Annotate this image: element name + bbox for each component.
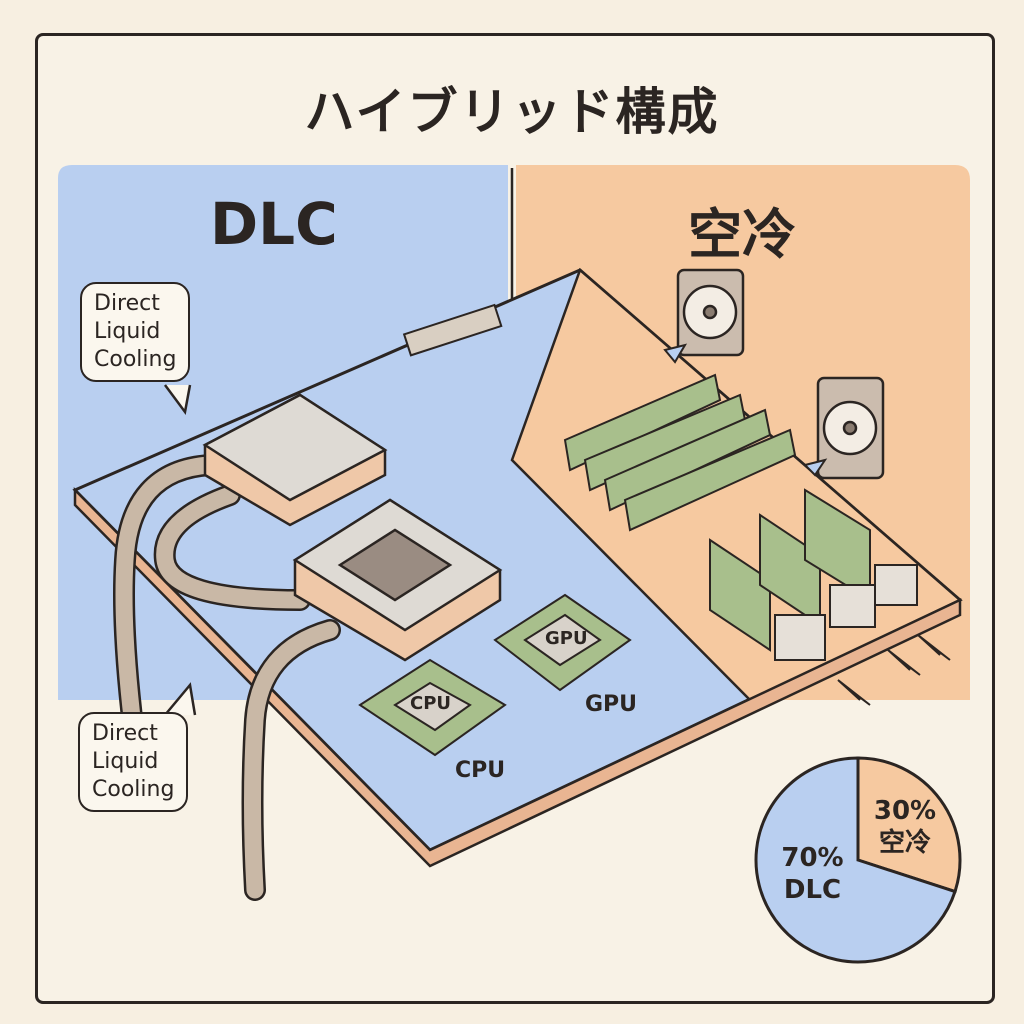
cpu-chip — [358, 658, 507, 757]
gpu-chip — [493, 593, 632, 692]
cold-plate-2 — [292, 498, 503, 662]
pie-name-air: 空冷 — [878, 828, 931, 858]
pie-percent-air: 30% — [873, 796, 937, 826]
fan-icon — [676, 268, 745, 357]
dlc-heading: DLC — [210, 190, 338, 258]
cold-plate-1 — [202, 393, 388, 527]
air-cooling-heading: 空冷 — [688, 203, 796, 266]
gpu-chip-text: GPU — [545, 628, 588, 649]
callout-direct-liquid-cooling: Direct Liquid Cooling — [80, 282, 191, 382]
network-ports — [774, 564, 918, 661]
callout-line: Cooling — [94, 347, 177, 372]
callout-line: Cooling — [92, 777, 175, 802]
callout-line: Direct — [92, 721, 158, 746]
cpu-label: CPU — [455, 758, 506, 783]
fan-icon — [816, 376, 885, 480]
pie-name-dlc: DLC — [783, 875, 842, 905]
pie-slice-air — [856, 756, 962, 894]
page-title: ハイブリッド構成 — [304, 83, 720, 141]
pcie-slot — [402, 303, 503, 357]
pie-label-dlc: 70% DLC — [770, 842, 855, 906]
pie-chart — [754, 756, 962, 964]
pie-slice-dlc — [754, 756, 957, 964]
callout-line: Liquid — [92, 749, 159, 774]
ram-modules — [563, 373, 797, 532]
pie-label-air: 30% 空冷 — [865, 795, 945, 859]
airflow-arrows — [663, 343, 951, 706]
cpu-chip-text: CPU — [410, 693, 452, 714]
gpu-label: GPU — [585, 692, 638, 717]
callout-line: Liquid — [94, 319, 161, 344]
expansion-cards — [709, 488, 871, 652]
callout-line: Direct — [94, 291, 160, 316]
pie-percent-dlc: 70% — [781, 843, 844, 873]
callout-direct-liquid-cooling: Direct Liquid Cooling — [78, 712, 189, 812]
